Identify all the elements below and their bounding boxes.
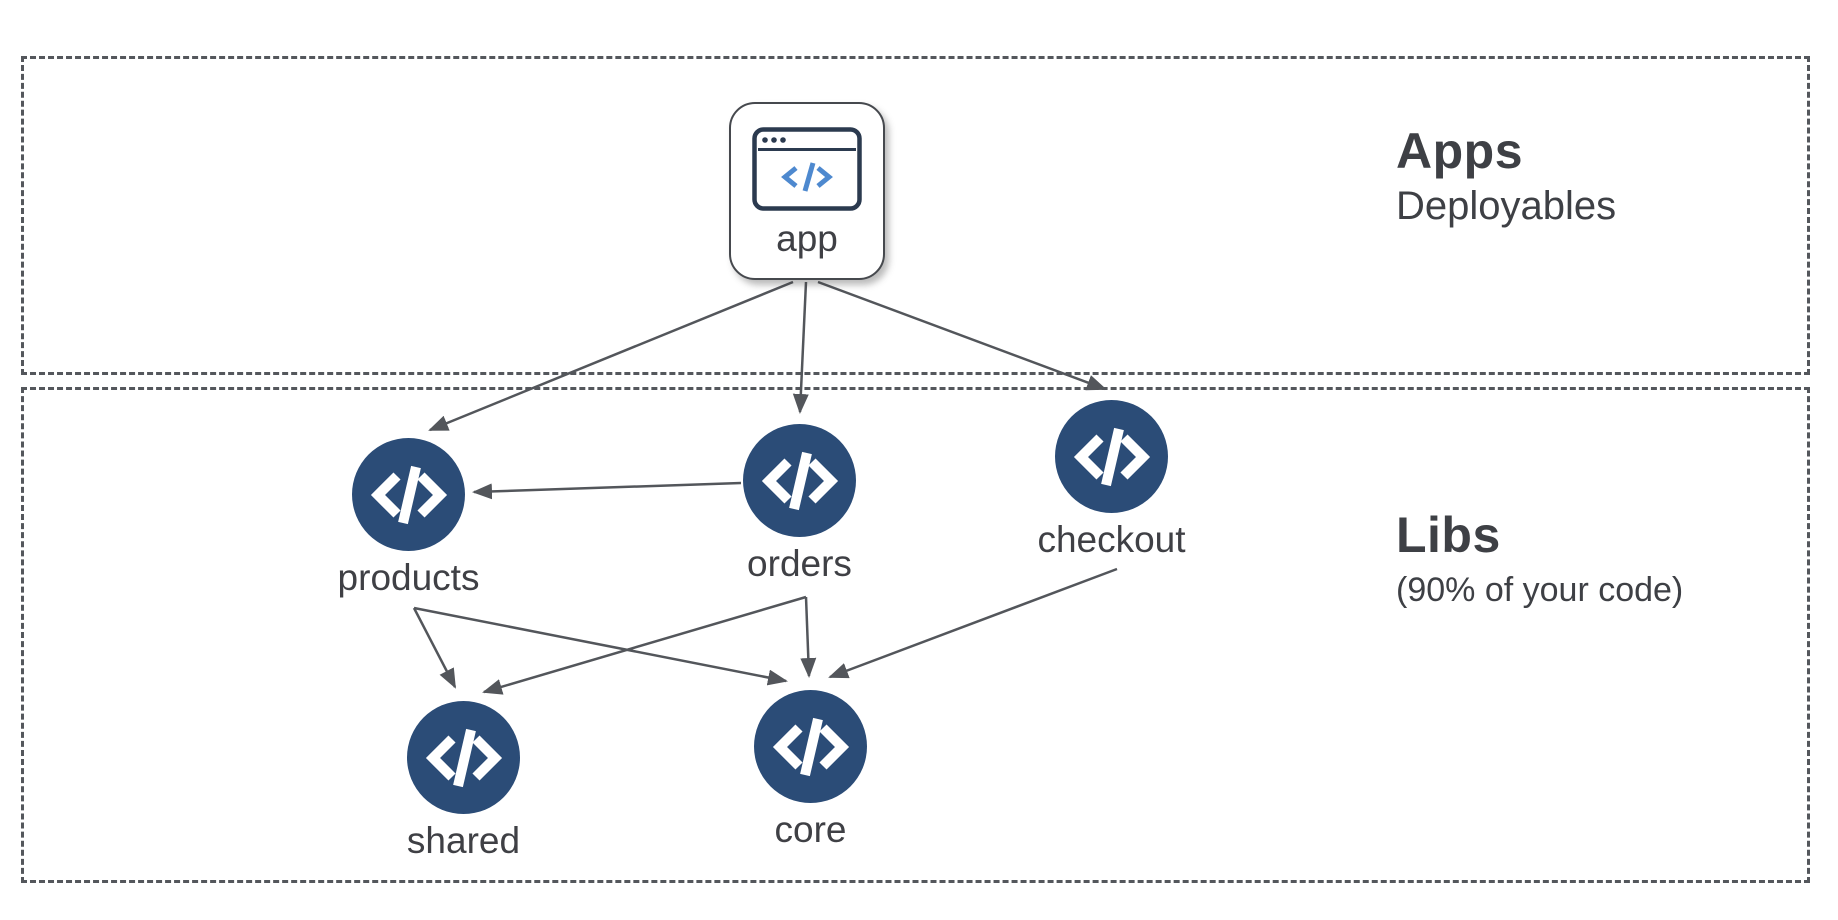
libs-section-box: [21, 387, 1810, 883]
code-icon: [761, 451, 838, 510]
node-core-label: core: [774, 809, 847, 850]
node-shared-circle: [407, 701, 520, 814]
node-checkout-label: checkout: [1037, 519, 1186, 560]
node-orders: orders: [743, 424, 856, 582]
node-checkout-circle: [1055, 400, 1168, 513]
node-app: app: [729, 102, 885, 280]
apps-section-subtitle: Deployables: [1396, 184, 1617, 228]
code-icon: [772, 717, 849, 776]
browser-code-icon: [752, 127, 862, 211]
node-app-label: app: [776, 218, 838, 259]
apps-section-title: Apps: [1396, 123, 1523, 179]
node-shared: shared: [407, 701, 520, 859]
node-core: core: [754, 690, 867, 848]
node-products-circle: [352, 438, 465, 551]
code-icon: [1073, 427, 1150, 486]
node-orders-label: orders: [747, 543, 852, 584]
node-shared-label: shared: [406, 820, 521, 861]
libs-section-subtitle: (90% of your code): [1396, 571, 1684, 609]
libs-section-labels: Libs (90% of your code): [1396, 508, 1683, 610]
node-products: products: [338, 438, 479, 596]
apps-section-labels: Apps Deployables: [1396, 124, 1616, 229]
node-core-circle: [754, 690, 867, 803]
code-icon: [425, 728, 502, 787]
libs-section-title: Libs: [1396, 507, 1501, 563]
node-checkout: checkout: [1037, 400, 1186, 558]
node-orders-circle: [743, 424, 856, 537]
node-products-label: products: [337, 557, 480, 598]
code-icon: [370, 465, 447, 524]
